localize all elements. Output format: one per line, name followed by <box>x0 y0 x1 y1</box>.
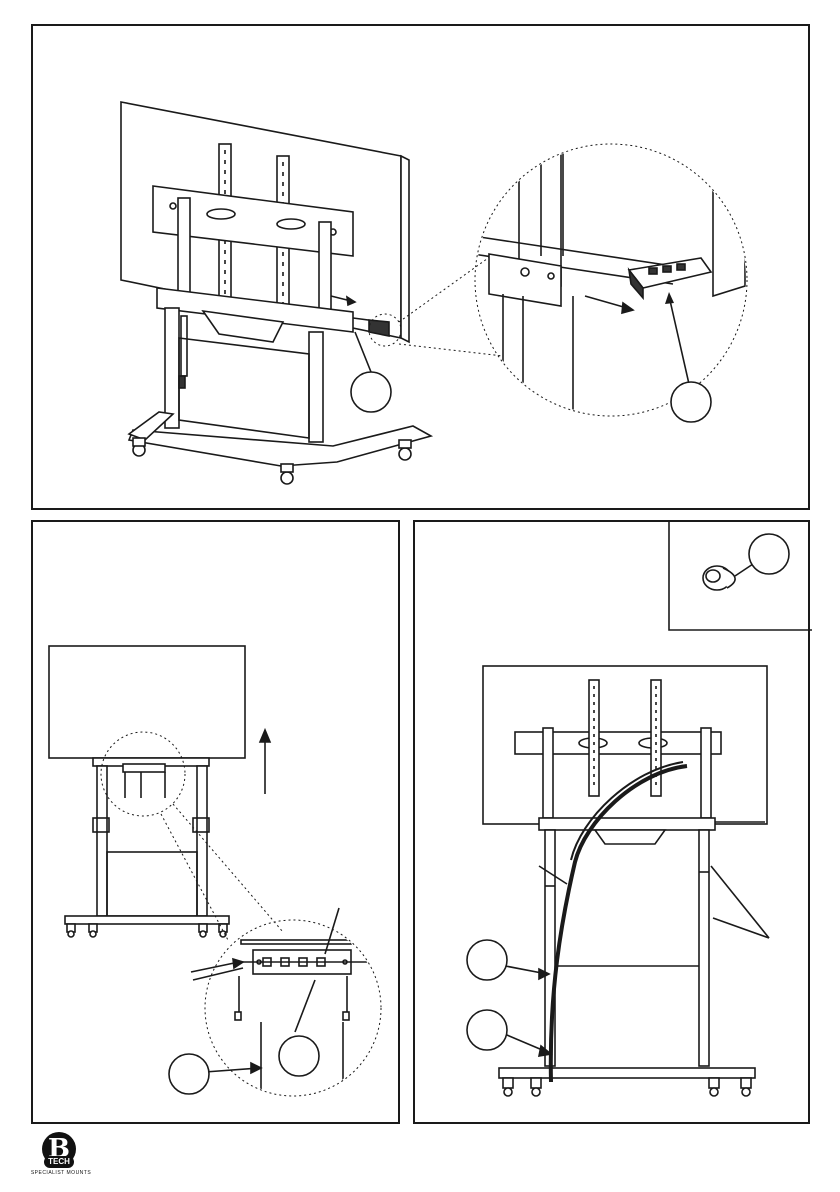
stand-base <box>129 426 431 466</box>
stand-leg-right <box>309 332 323 442</box>
btech-logo: B TECH SPECIALIST MOUNTS <box>30 1130 92 1182</box>
control-handle <box>369 320 389 336</box>
tv-stand-illustration <box>33 26 812 512</box>
caster-icon <box>67 924 227 937</box>
cable <box>551 766 687 1082</box>
stand-base <box>65 916 229 924</box>
step-panel-top <box>31 24 810 510</box>
callout-circle-top-zoom <box>671 382 711 422</box>
callout-circle-right-upper <box>467 940 507 980</box>
logo-word: TECH <box>44 1156 74 1168</box>
callout-circle-top-main <box>351 372 391 412</box>
callout-circle-left-box <box>279 1036 319 1076</box>
logo-tagline: SPECIALIST MOUNTS <box>30 1170 92 1176</box>
callout-circle-right-clip <box>749 534 789 574</box>
stand-leg-right <box>699 830 709 1066</box>
callout-circle-left-rod <box>169 1054 209 1094</box>
cross-beam <box>539 818 715 830</box>
tv-edge <box>401 156 409 342</box>
mount-rail-left <box>589 680 599 796</box>
caster-icon <box>503 1078 751 1096</box>
cable-clip-icon <box>703 566 735 590</box>
stand-base <box>499 1068 755 1078</box>
control-box-illustration <box>33 522 402 1126</box>
stand-leg-left <box>165 308 179 428</box>
step-panel-left <box>31 520 400 1124</box>
cable-routing-illustration <box>415 522 812 1126</box>
step-panel-right <box>413 520 810 1124</box>
mount-rail-right <box>651 680 661 796</box>
tv-screen <box>49 646 245 758</box>
callout-circle-right-lower <box>467 1010 507 1050</box>
